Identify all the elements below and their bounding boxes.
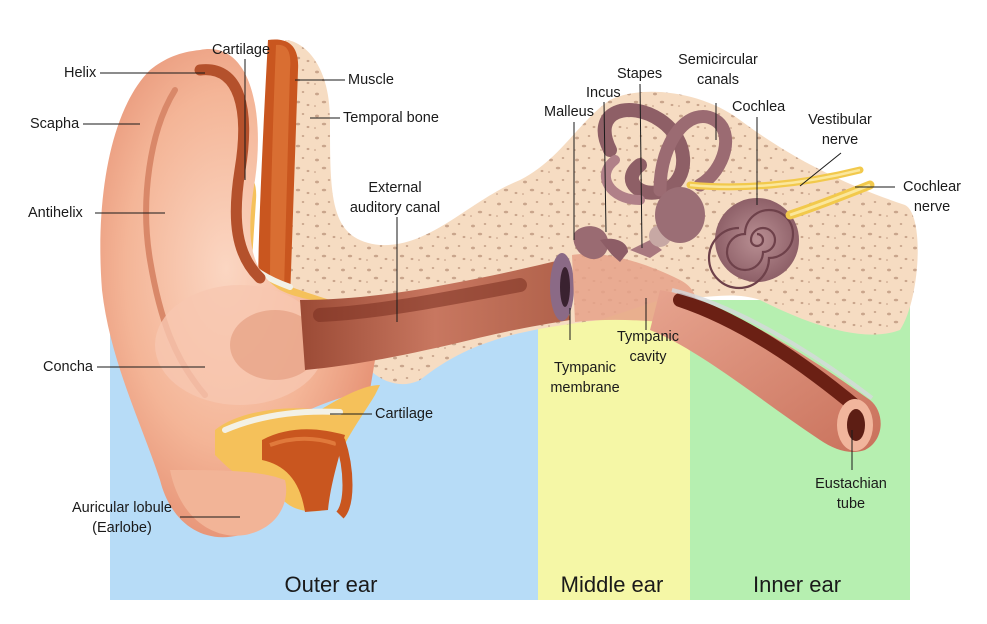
label-tympanic-membrane: Tympanic membrane (542, 358, 628, 398)
label-helix: Helix (64, 65, 97, 81)
label-tympanic-membrane-line1: Tympanic (553, 360, 617, 376)
label-stapes: Stapes (617, 66, 663, 82)
cochlea-shape (707, 198, 799, 290)
label-scapha: Scapha (30, 116, 80, 132)
malleus-shape (573, 226, 609, 260)
label-tympanic-cavity-line2: cavity (629, 349, 667, 365)
label-semicircular-line2: canals (697, 72, 739, 88)
label-cochlear-line1: Cochlear (902, 179, 962, 195)
label-muscle: Muscle (348, 72, 394, 88)
incus-shape (600, 238, 628, 262)
earlobe-shape (170, 470, 287, 536)
label-earlobe-line1: Auricular lobule (72, 500, 172, 516)
eustachian-tube-shape (650, 290, 881, 452)
label-eustachian-line1: Eustachian (815, 476, 887, 492)
label-malleus: Malleus (544, 104, 594, 120)
label-external-canal-line2: auditory canal (349, 200, 441, 216)
label-external-canal: External auditory canal (338, 178, 452, 218)
label-vestibular-line1: Vestibular (808, 112, 872, 128)
semicircular-canals-shape (597, 103, 691, 200)
label-eustachian-line2: tube (836, 496, 866, 512)
label-cartilage-bottom: Cartilage (375, 406, 434, 422)
label-earlobe-line2: (Earlobe) (92, 520, 152, 536)
label-concha: Concha (43, 359, 93, 375)
label-cochlear-line2: nerve (913, 199, 951, 215)
inner-ear-title: Inner ear (752, 572, 842, 597)
label-earlobe: Auricular lobule (Earlobe) (60, 498, 184, 538)
label-cartilage-top: Cartilage (212, 42, 271, 58)
label-vestibular-nerve: Vestibular nerve (802, 110, 878, 150)
middle-ear-zone (538, 300, 690, 600)
label-incus: Incus (586, 85, 621, 101)
label-temporal-bone: Temporal bone (343, 110, 439, 126)
label-vestibular-line2: nerve (821, 132, 859, 148)
middle-ear-title: Middle ear (560, 572, 664, 597)
outer-ear-title: Outer ear (284, 572, 378, 597)
label-semicircular-line1: Semicircular (678, 52, 758, 68)
muscle-bottom (262, 429, 345, 512)
label-semicircular-canals: Semicircular canals (668, 50, 768, 90)
label-antihelix: Antihelix (28, 205, 83, 221)
label-tympanic-membrane-line2: membrane (550, 380, 620, 396)
label-tympanic-cavity-line1: Tympanic (616, 329, 680, 345)
label-eustachian-tube: Eustachian tube (808, 474, 894, 514)
label-cochlea: Cochlea (732, 99, 786, 115)
leader-lines (83, 59, 895, 518)
label-external-canal-line1: External (368, 180, 422, 196)
label-cochlear-nerve: Cochlear nerve (898, 177, 966, 217)
label-tympanic-cavity: Tympanic cavity (610, 327, 686, 367)
